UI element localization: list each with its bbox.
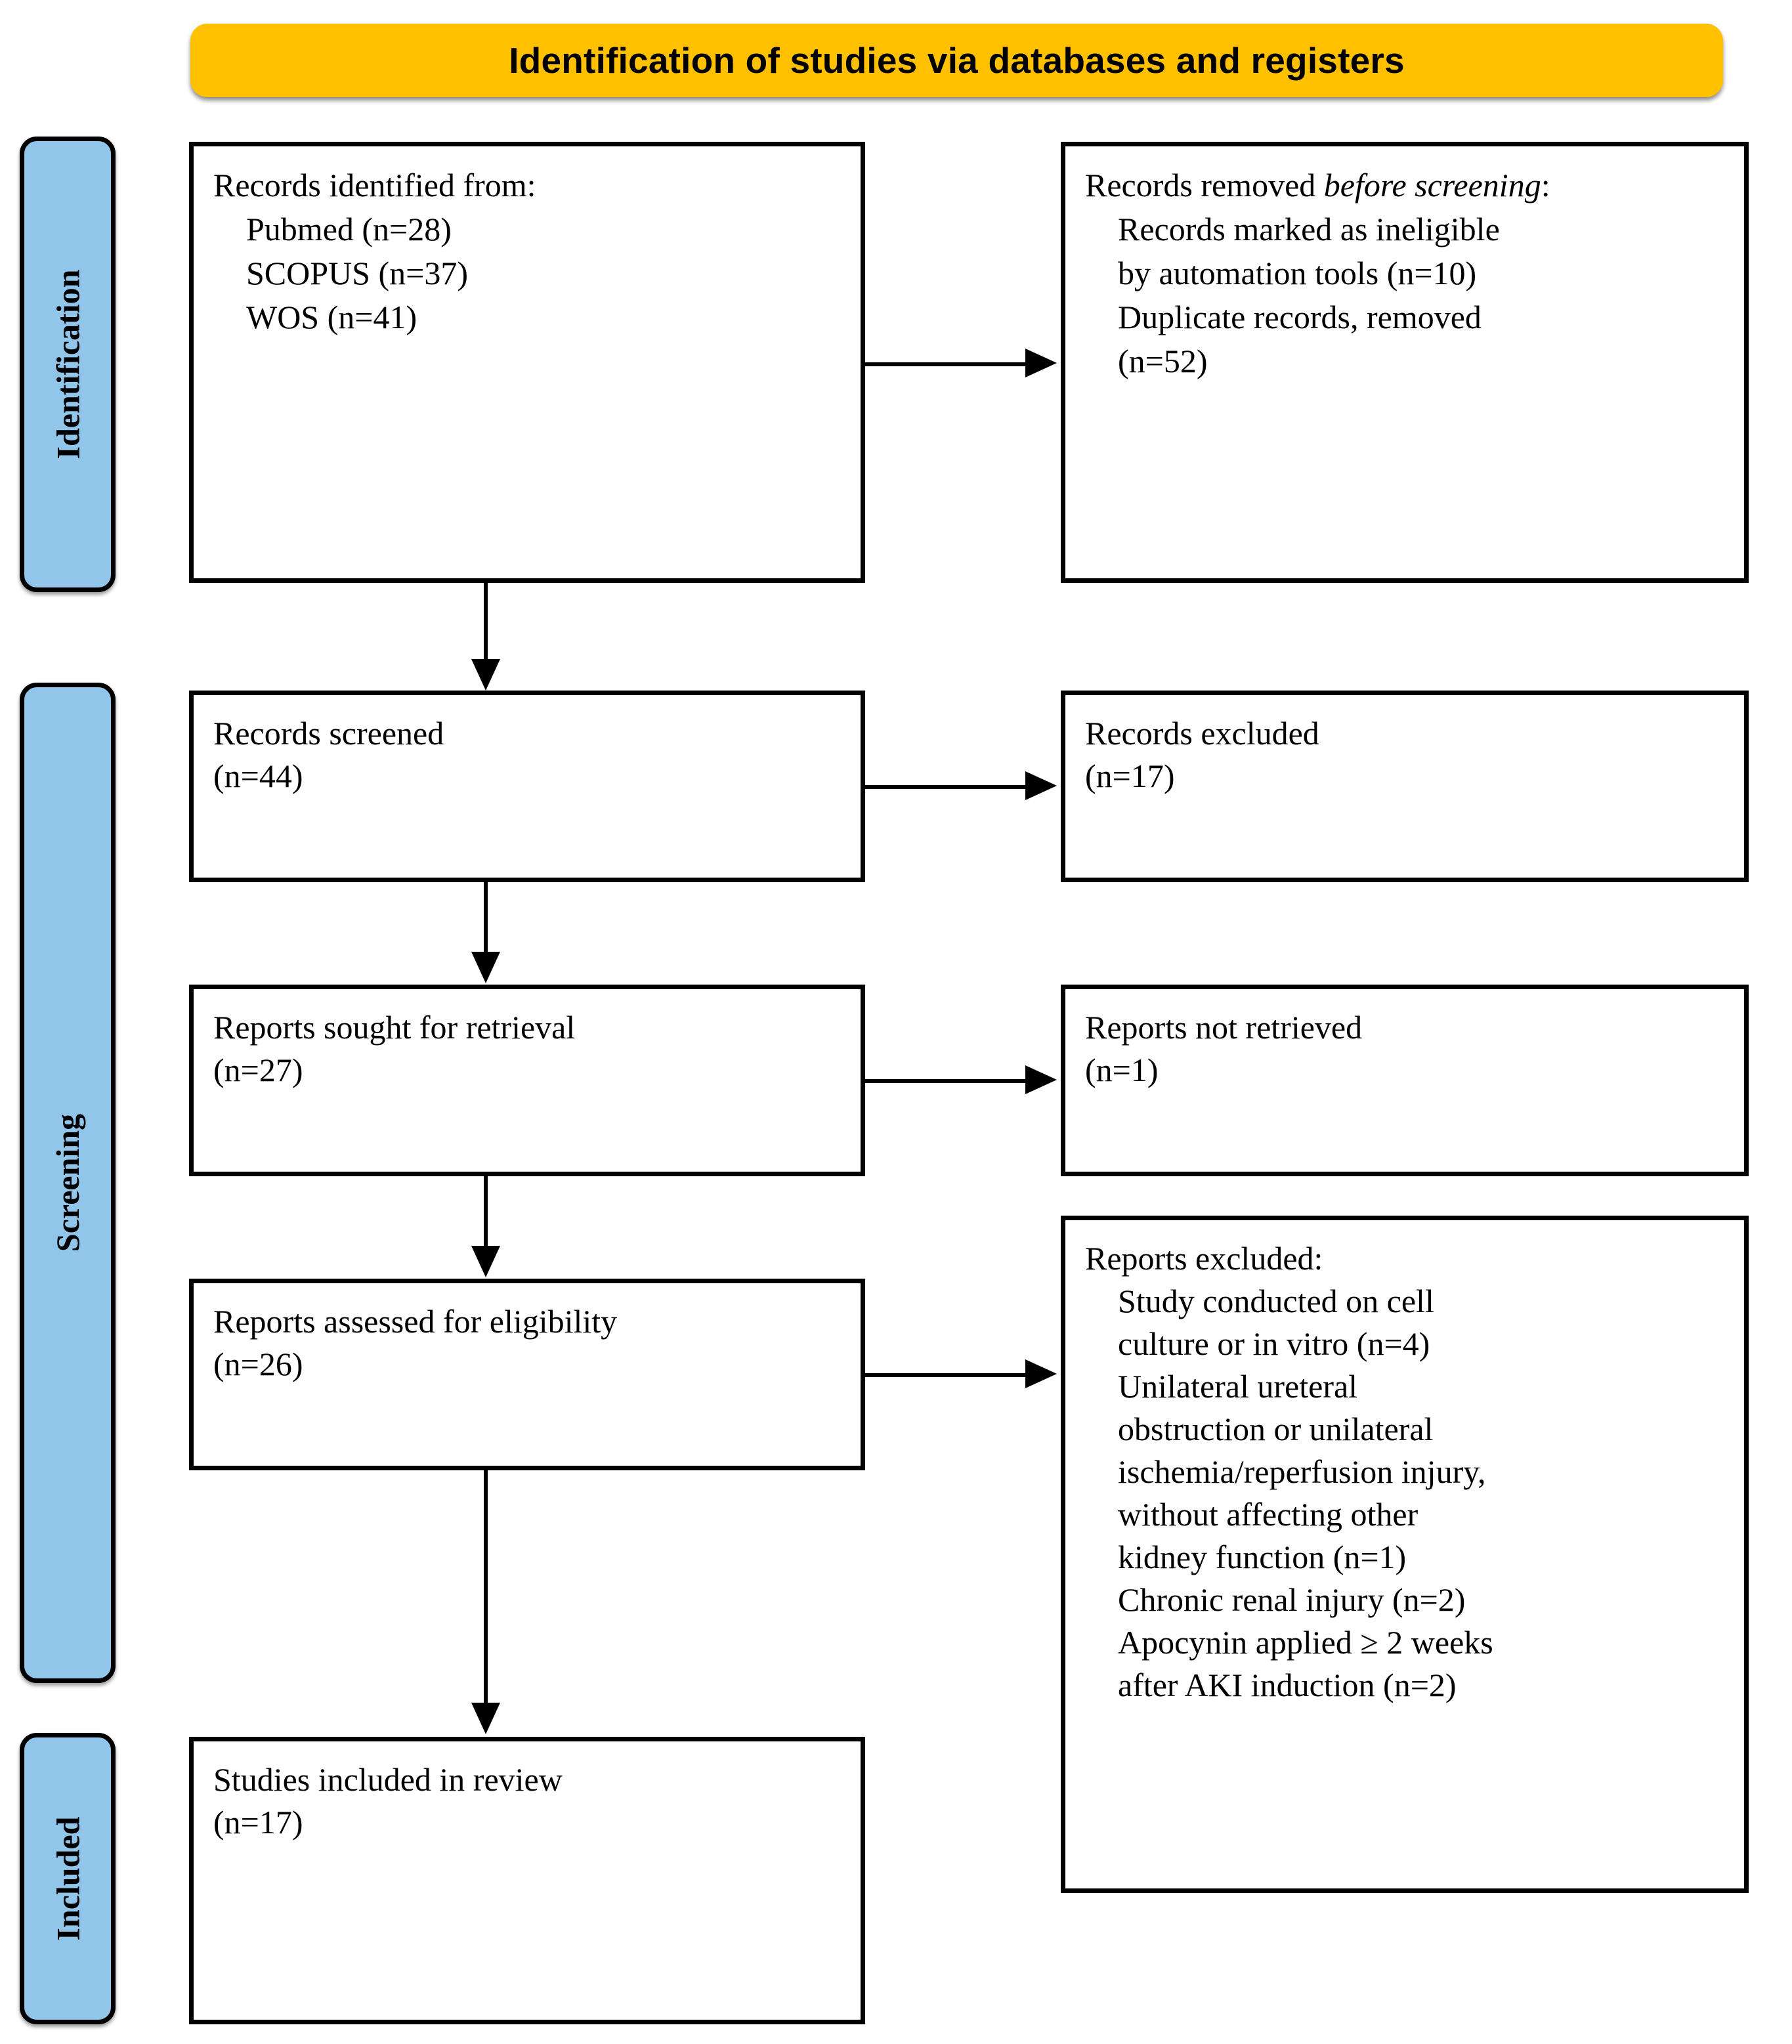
box-studies-included: Studies included in review (n=17) (189, 1737, 865, 2024)
box-records-identified: Records identified from: Pubmed (n=28) S… (189, 142, 865, 583)
box-reports-not-retrieved: Reports not retrieved (n=1) (1061, 985, 1749, 1176)
box-reports-assessed: Reports assessed for eligibility (n=26) (189, 1279, 865, 1470)
records-removed-heading-pre: Records removed (1085, 167, 1324, 203)
connector-assessed-to-included (484, 1470, 488, 1705)
connector-identified-to-removed (865, 362, 1031, 366)
studies-included-text: Studies included in review (n=17) (213, 1761, 563, 1841)
records-identified-text: Records identified from: Pubmed (n=28) S… (213, 167, 536, 335)
arrow-right-icon (1025, 1065, 1057, 1094)
connector-sought-to-not-retrieved (865, 1079, 1031, 1083)
connector-screened-to-excluded (865, 785, 1031, 789)
arrow-right-icon (1025, 1359, 1057, 1388)
box-records-excluded: Records excluded (n=17) (1061, 691, 1749, 882)
box-records-screened: Records screened (n=44) (189, 691, 865, 882)
stage-label-screening: Screening (49, 1113, 86, 1252)
arrow-down-icon (471, 1703, 500, 1734)
arrow-right-icon (1025, 349, 1057, 377)
connector-assessed-to-reports-excluded (865, 1373, 1031, 1377)
stage-bar-screening: Screening (20, 683, 116, 1683)
reports-excluded-text: Reports excluded: Study conducted on cel… (1085, 1240, 1493, 1703)
stage-label-included: Included (49, 1816, 86, 1941)
box-reports-excluded: Reports excluded: Study conducted on cel… (1061, 1216, 1749, 1893)
diagram-header-banner: Identification of studies via databases … (190, 24, 1723, 97)
connector-identified-to-screened (484, 583, 488, 662)
arrow-right-icon (1025, 771, 1057, 800)
stage-bar-included: Included (20, 1733, 116, 2024)
connector-screened-to-sought (484, 882, 488, 960)
records-removed-heading: Records removed before screening: (1085, 163, 1724, 207)
box-records-removed: Records removed before screening: Record… (1061, 142, 1749, 583)
stage-label-identification: Identification (49, 269, 86, 459)
arrow-down-icon (471, 952, 500, 983)
records-excluded-text: Records excluded (n=17) (1085, 715, 1319, 794)
arrow-down-icon (471, 659, 500, 691)
records-removed-heading-italic: before screening (1323, 167, 1541, 203)
box-reports-sought: Reports sought for retrieval (n=27) (189, 985, 865, 1176)
connector-sought-to-assessed (484, 1176, 488, 1254)
reports-sought-text: Reports sought for retrieval (n=27) (213, 1009, 576, 1088)
stage-bar-identification: Identification (20, 137, 116, 592)
arrow-down-icon (471, 1246, 500, 1277)
records-removed-body: Records marked as ineligible by automati… (1118, 211, 1500, 379)
records-removed-heading-post: : (1541, 167, 1550, 203)
page-title: Identification of studies via databases … (509, 40, 1405, 81)
reports-not-retrieved-text: Reports not retrieved (n=1) (1085, 1009, 1363, 1088)
records-screened-text: Records screened (n=44) (213, 715, 444, 794)
reports-assessed-text: Reports assessed for eligibility (n=26) (213, 1303, 618, 1382)
